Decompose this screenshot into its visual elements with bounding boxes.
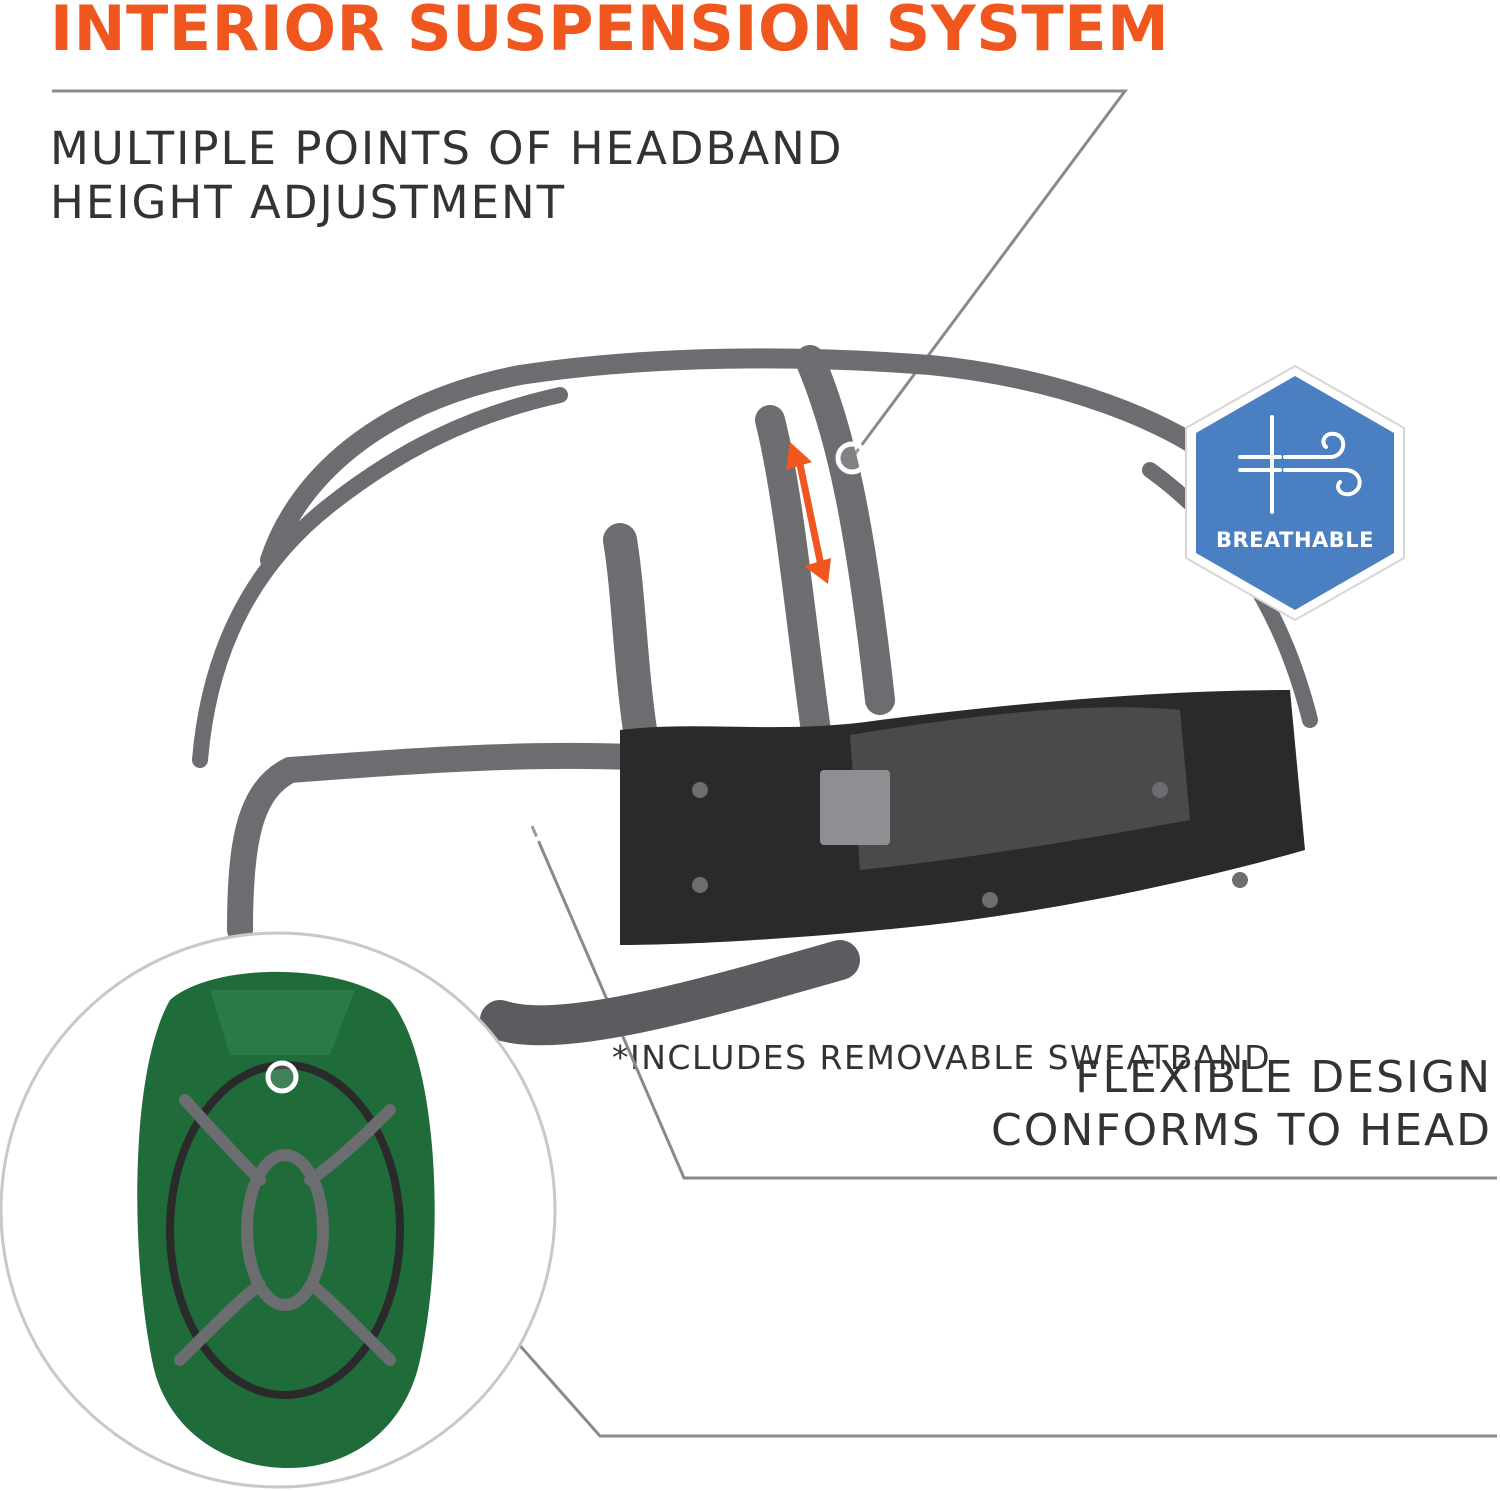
headband-callout-line2: HEIGHT ADJUSTMENT <box>50 176 567 229</box>
wind-icon <box>1238 415 1362 514</box>
flexible-marker <box>515 809 549 843</box>
badge-label: BREATHABLE <box>1215 528 1375 552</box>
helmet-inset <box>0 931 557 1489</box>
flexible-leader-line <box>530 825 1497 1180</box>
headband-adjustment-callout: MULTIPLE POINTS OF HEADBAND HEIGHT ADJUS… <box>50 122 843 230</box>
flexible-design-callout: FLEXIBLE DESIGN CONFORMS TO HEAD <box>991 1052 1492 1158</box>
headband-marker <box>835 441 869 475</box>
callout-markers <box>515 441 869 843</box>
headband-leader-line <box>52 89 1128 459</box>
sweatband-marker <box>265 1060 299 1094</box>
sweatband-callout: *INCLUDES REMOVABLE SWEATBAND <box>612 1038 1272 1077</box>
headband-callout-line1: MULTIPLE POINTS OF HEADBAND <box>50 122 844 175</box>
breathable-badge: BREATHABLE <box>1180 362 1410 624</box>
badge-hexagon <box>1185 364 1405 622</box>
flexible-callout-line1: FLEXIBLE DESIGN <box>1075 1052 1492 1103</box>
page-title: INTERIOR SUSPENSION SYSTEM <box>50 0 1170 65</box>
suspension-frame <box>192 345 1318 1046</box>
sweatband <box>620 690 1305 945</box>
flexible-callout-line2: CONFORMS TO HEAD <box>990 1104 1492 1156</box>
height-adjustment-arrow-icon <box>786 442 831 584</box>
